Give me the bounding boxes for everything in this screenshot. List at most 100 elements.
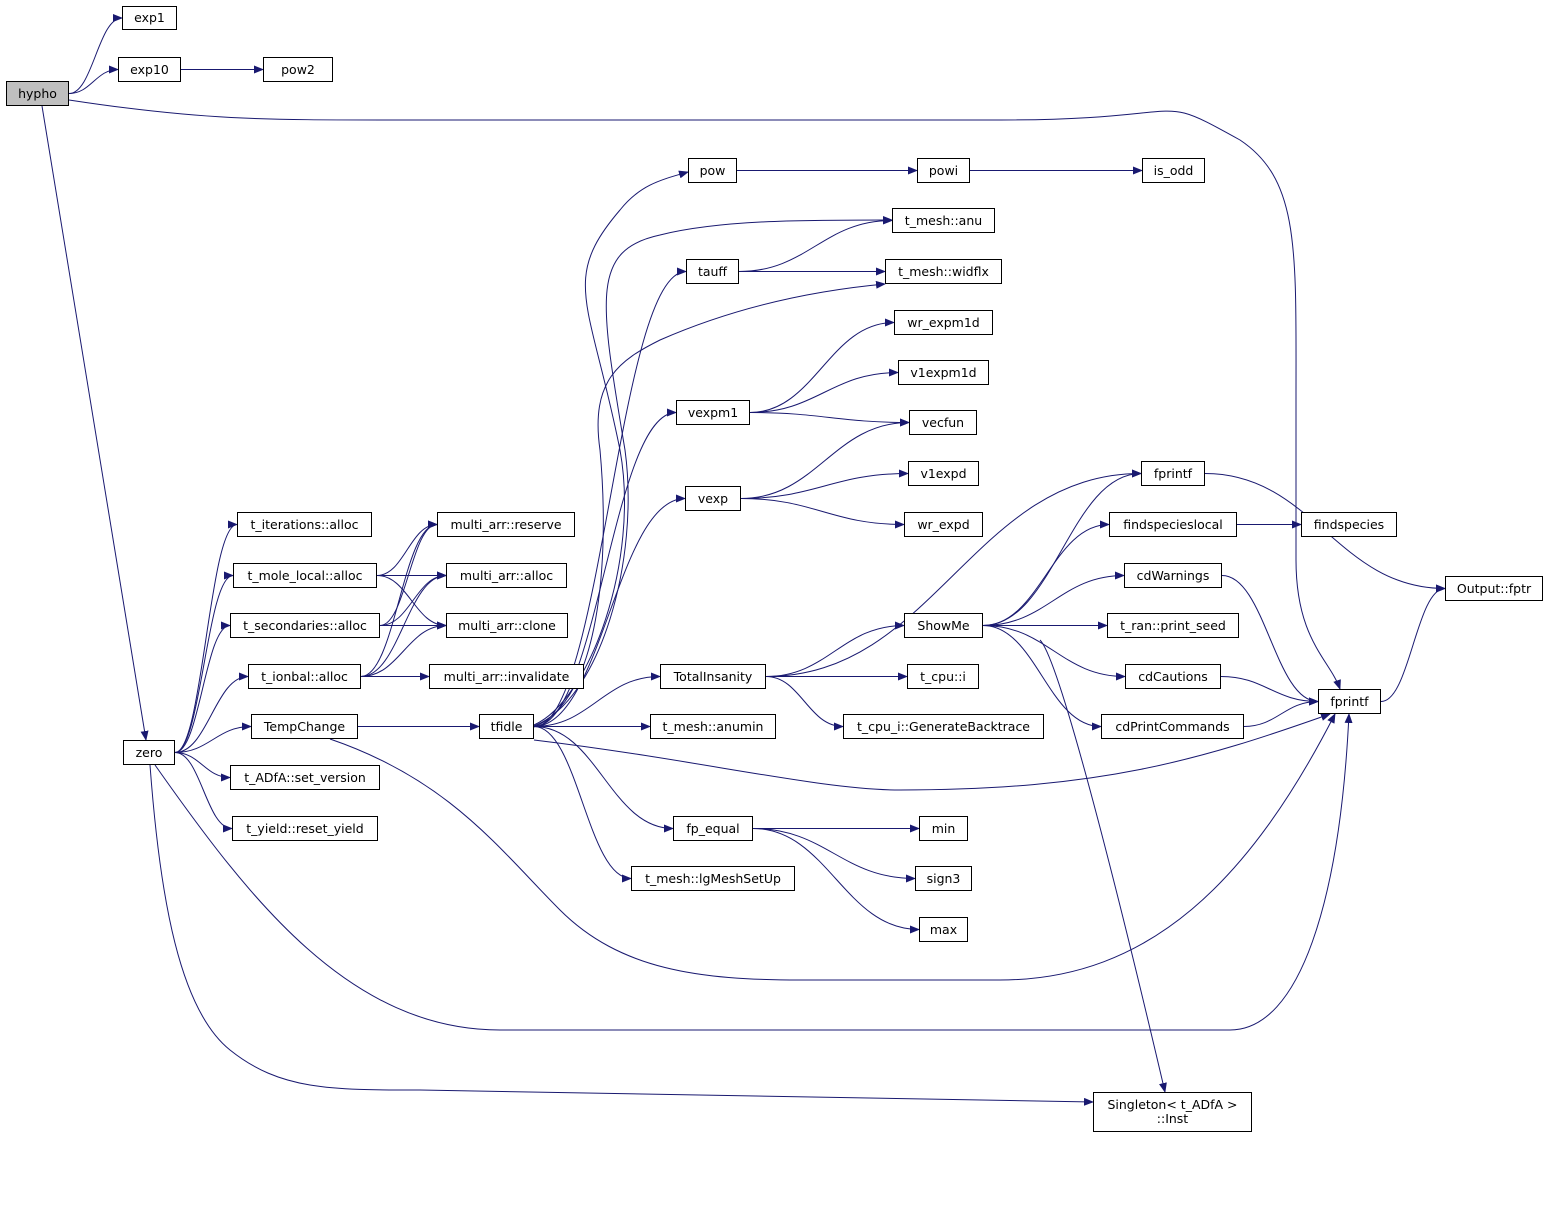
edge-zero-to-fprintf2 [154, 713, 1353, 1031]
edge-vexp-to-vecfun [740, 418, 910, 499]
edge-tfidle-to-pow [533, 170, 689, 726]
edge-cdPrintCommands-to-fprintf2 [1243, 697, 1319, 727]
edge-ShowMe-to-cdCautions [982, 625, 1126, 681]
edge-ShowMe-to-cdPrintCommands [982, 625, 1102, 731]
edge-cdCautions-to-fprintf2 [1220, 676, 1319, 706]
edge-ShowMe-to-findspecieslocal [982, 520, 1110, 626]
node-t-secondaries-alloc[interactable]: t_secondaries::alloc [230, 613, 380, 638]
node-ma-reserve[interactable]: multi_arr::reserve [437, 512, 575, 537]
edge-vexp-to-wr_expd [740, 498, 905, 529]
edge-hypho-to-fprintf2 [68, 99, 1341, 690]
node-cdcautions[interactable]: cdCautions [1125, 664, 1221, 689]
edge-tfidle-to-vexpm1 [533, 408, 677, 727]
node-widflx[interactable]: t_mesh::widflx [885, 259, 1002, 284]
edge-t_secondaries_alloc-to-ma_reserve [379, 520, 438, 626]
node-max[interactable]: max [919, 917, 968, 942]
edge-hypho-to-exp1 [68, 14, 123, 94]
node-vecfun[interactable]: vecfun [909, 410, 977, 435]
edge-hypho-to-zero [41, 105, 149, 741]
edge-t_ionbal_alloc-to-ma_reserve [360, 520, 438, 677]
node-set-version[interactable]: t_ADfA::set_version [230, 765, 380, 790]
node-singleton[interactable]: Singleton< t_ADfA > ::Inst [1093, 1092, 1252, 1132]
edge-zero-to-set_version [174, 752, 231, 782]
edge-vexpm1-to-wr_expm1d [749, 318, 895, 413]
node-ma-clone[interactable]: multi_arr::clone [446, 613, 568, 638]
edge-t_ionbal_alloc-to-ma_clone [360, 621, 447, 677]
node-t-mole-local-alloc[interactable]: t_mole_local::alloc [233, 563, 377, 588]
edge-tfidle-to-TotalInsanity [533, 672, 661, 727]
node-ma-alloc[interactable]: multi_arr::alloc [446, 563, 567, 588]
node-cdprintcommands[interactable]: cdPrintCommands [1101, 714, 1244, 739]
edge-hypho-to-exp10 [68, 65, 119, 94]
node-tauff[interactable]: tauff [686, 259, 739, 284]
node-anumin[interactable]: t_mesh::anumin [650, 714, 776, 739]
node-lgmeshsetup[interactable]: t_mesh::lgMeshSetUp [631, 866, 795, 891]
node-reset-yield[interactable]: t_yield::reset_yield [232, 816, 378, 841]
edge-ShowMe-to-fprintf1 [982, 469, 1142, 626]
node-ma-invalidate[interactable]: multi_arr::invalidate [429, 664, 584, 689]
edge-t_secondaries_alloc-to-ma_alloc [379, 571, 447, 626]
node-cpu-i[interactable]: t_cpu::i [907, 664, 979, 689]
edge-ShowMe-to-cdWarnings [982, 571, 1125, 626]
edge-cdWarnings-to-fprintf2 [1221, 575, 1319, 706]
edge-TempChange-to-fprintf2 [329, 713, 1336, 981]
edge-fp_equal-to-max [752, 828, 920, 934]
edge-tfidle-to-fp_equal [533, 726, 674, 833]
edge-tfidle-to-anu [533, 216, 893, 727]
edge-ShowMe-to-Singleton [1039, 639, 1167, 1093]
node-generatebacktrace[interactable]: t_cpu_i::GenerateBacktrace [843, 714, 1044, 739]
node-exp1[interactable]: exp1 [122, 6, 177, 30]
node-fptr[interactable]: Output::fptr [1445, 576, 1543, 601]
node-vexpm1[interactable]: vexpm1 [676, 400, 750, 425]
edge-t_ionbal_alloc-to-ma_alloc [360, 571, 447, 677]
node-tfidle[interactable]: tfidle [479, 714, 534, 739]
edge-tauff-to-anu [738, 216, 893, 272]
node-showme[interactable]: ShowMe [904, 613, 983, 638]
node-pow[interactable]: pow [688, 158, 737, 183]
node-vexp[interactable]: vexp [685, 486, 741, 511]
node-t-ionbal-alloc[interactable]: t_ionbal::alloc [248, 664, 361, 689]
node-hypho[interactable]: hypho [6, 81, 69, 106]
edge-zero-to-reset_yield [174, 752, 233, 833]
node-findspecieslocal[interactable]: findspecieslocal [1109, 512, 1237, 537]
node-sign3[interactable]: sign3 [915, 866, 972, 891]
node-fp-equal[interactable]: fp_equal [673, 816, 753, 841]
edge-vexp-to-v1expd [740, 469, 909, 499]
node-fprintf1[interactable]: fprintf [1141, 461, 1205, 486]
node-min[interactable]: min [919, 816, 968, 841]
edge-zero-to-t_ionbal_alloc [174, 672, 249, 753]
edge-tfidle-to-tauff [533, 267, 687, 727]
edge-zero-to-t_secondaries_alloc [174, 621, 231, 753]
node-cdwarnings[interactable]: cdWarnings [1124, 563, 1222, 588]
node-wr-expm1d[interactable]: wr_expm1d [894, 310, 993, 335]
edge-fp_equal-to-sign3 [752, 828, 916, 883]
node-powi[interactable]: powi [917, 158, 970, 183]
node-print-seed[interactable]: t_ran::print_seed [1107, 613, 1239, 638]
node-is-odd[interactable]: is_odd [1142, 158, 1205, 183]
node-tempchange[interactable]: TempChange [251, 714, 358, 739]
node-findspecies[interactable]: findspecies [1301, 512, 1397, 537]
edge-tfidle-to-vexp [533, 494, 686, 727]
node-v1expm1d[interactable]: v1expm1d [898, 360, 989, 385]
node-pow2[interactable]: pow2 [263, 57, 333, 82]
edge-TotalInsanity-to-GenerateBacktrace [765, 676, 844, 731]
edge-zero-to-TempChange [174, 722, 252, 753]
edge-fprintf2-to-fptr [1380, 584, 1446, 702]
edge-t_mole_local_alloc-to-ma_reserve [376, 520, 438, 576]
edge-tfidle-to-lgMeshSetUp [533, 726, 632, 883]
node-v1expd[interactable]: v1expd [908, 461, 979, 486]
edge-TotalInsanity-to-ShowMe [765, 621, 905, 677]
edge-tfidle-to-fprintf2 [533, 713, 1331, 791]
node-zero[interactable]: zero [123, 740, 175, 765]
node-wr-expd[interactable]: wr_expd [904, 512, 983, 537]
edge-zero-to-t_mole_local_alloc [174, 571, 234, 753]
edge-vexpm1-to-v1expm1d [749, 368, 899, 413]
node-anu[interactable]: t_mesh::anu [892, 208, 995, 233]
node-fprintf2[interactable]: fprintf [1318, 689, 1381, 714]
node-exp10[interactable]: exp10 [118, 57, 181, 82]
node-t-iterations-alloc[interactable]: t_iterations::alloc [237, 512, 372, 537]
edge-TotalInsanity-to-fprintf1 [765, 469, 1142, 677]
node-totalinsanity[interactable]: TotalInsanity [660, 664, 766, 689]
